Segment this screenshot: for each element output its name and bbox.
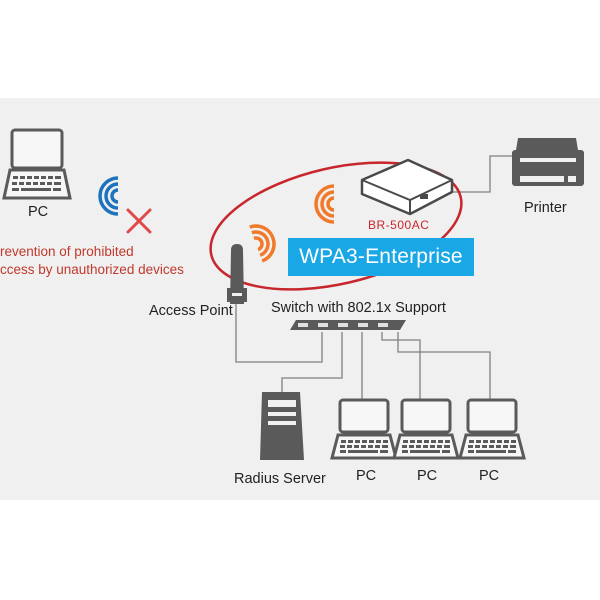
pc-label: PC: [417, 468, 438, 484]
laptop-icon: [392, 398, 460, 460]
router-icon: [360, 158, 454, 216]
laptop-icon: [458, 398, 526, 460]
prevention-text-line1: revention of prohibited: [0, 244, 134, 259]
pc-label: PC: [356, 468, 377, 484]
access-point-icon: [227, 244, 247, 304]
switch-icon: [290, 320, 406, 330]
pc-label: PC: [479, 468, 500, 484]
laptop-icon: [330, 398, 398, 460]
radius-server-label: Radius Server: [234, 471, 326, 487]
x-mark-icon: [126, 208, 152, 234]
wifi-signal-icon: [314, 184, 336, 224]
wifi-signal-icon: [248, 219, 281, 263]
wifi-signal-icon: [98, 176, 120, 216]
prevention-text-line2: ccess by unauthorized devices: [0, 262, 184, 277]
security-badge: WPA3-Enterprise: [288, 238, 474, 276]
printer-icon: [512, 138, 584, 186]
pc-left-label: PC: [28, 204, 49, 220]
switch-label: Switch with 802.1x Support: [271, 300, 446, 316]
server-icon: [260, 392, 304, 460]
secure-zone-ellipse: [209, 161, 463, 291]
connection-lines: [235, 155, 512, 400]
printer-label: Printer: [524, 200, 567, 216]
device-model-label: BR-500AC: [368, 218, 430, 232]
access-point-label: Access Point: [149, 303, 233, 319]
laptop-icon: [2, 128, 72, 200]
